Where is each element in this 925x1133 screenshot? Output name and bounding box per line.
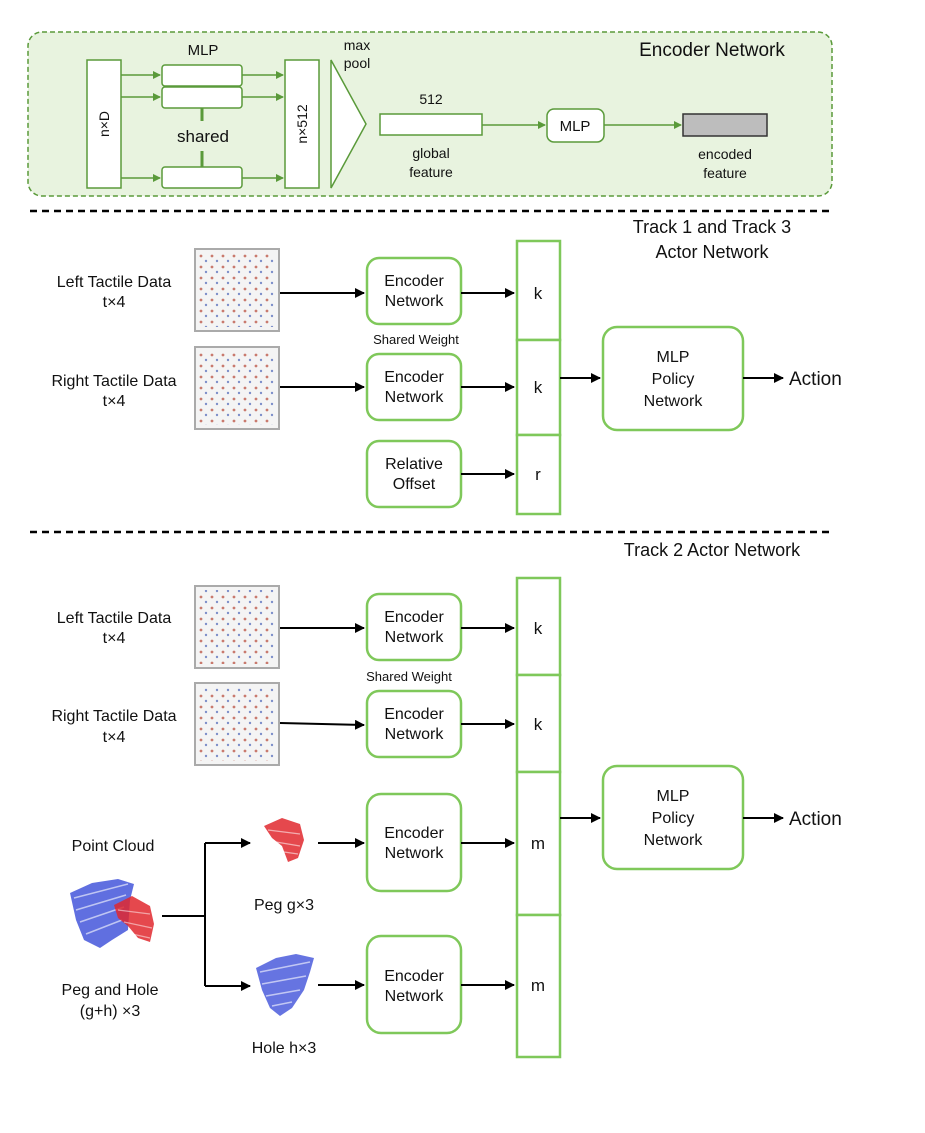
peg-hole-label-2: (g+h) ×3 [80,1003,141,1020]
track13-policy-label-2: Policy [652,371,695,388]
track2-right-tactile-image [194,682,280,766]
track13-encoder-2-label-1: Encoder [384,369,444,386]
track13-encoder-1-label-1: Encoder [384,273,444,290]
global-dim-label: 512 [419,91,443,107]
feature-block [284,59,320,189]
track2-encoder-hole-label-2: Network [385,988,445,1005]
encoded-feature-label-2: feature [703,165,747,181]
track2-m-slot-2 [515,913,562,1059]
track2-left-tactile-image [194,585,280,669]
track13-encoder-2 [365,352,463,422]
track2-right-label-1: Right Tactile Data [51,708,176,725]
shared-mlp-block-1 [161,64,243,87]
hole-point-cloud-image [256,954,314,1016]
track2-panel: Track 2 Actor Network Left Tactile Data … [51,540,842,1059]
track2-encoder-peg-label-2: Network [385,845,445,862]
track2-m-label-2: m [531,976,545,995]
track2-policy-label-1: MLP [657,788,690,805]
track13-right-tactile-image [194,346,280,430]
input-block [86,59,122,189]
encoder-network-title: Encoder Network [639,40,785,61]
track2-encoder-1-label-1: Encoder [384,609,444,626]
track2-k-label-2: k [534,715,543,734]
feature-dim-label: n×512 [294,104,310,144]
track2-encoder-peg [365,792,463,893]
track13-k-slot-2 [515,338,562,437]
track2-encoder-1-label-2: Network [385,629,445,646]
track2-k-slot-1 [515,576,562,677]
max-pool-triangle [330,59,367,189]
track13-k-label-2: k [534,378,543,397]
track13-r-slot [515,433,562,516]
global-feature-block [379,113,483,136]
track2-title: Track 2 Actor Network [624,540,801,560]
mlp-label: MLP [188,42,219,59]
track13-encoder-2-label-2: Network [385,389,445,406]
track13-encoder-1-label-2: Network [385,293,445,310]
track2-encoder-2-label-2: Network [385,726,445,743]
global-feature-label-1: global [412,145,449,161]
track2-m-slot-1 [515,770,562,917]
peg-label: Peg g×3 [254,897,314,914]
peg-point-cloud-image [264,818,304,862]
track13-title-1: Track 1 and Track 3 [633,217,791,237]
encoder-network-panel: Encoder Network n×D MLP shared n×512 max… [27,31,833,197]
track13-k-label-1: k [534,284,543,303]
track13-relative-offset-label-1: Relative [385,456,443,473]
track13-left-label-2: t×4 [103,294,126,311]
peg-hole-label-1: Peg and Hole [62,982,159,999]
encoded-feature-block [682,113,768,137]
hole-label: Hole h×3 [252,1040,317,1057]
track2-encoder-hole-label-1: Encoder [384,968,444,985]
track13-encoder-1 [365,256,463,326]
track13-left-label-1: Left Tactile Data [57,274,172,291]
track2-m-label-1: m [531,834,545,853]
track2-encoder-peg-label-1: Encoder [384,825,444,842]
point-cloud-label: Point Cloud [72,838,155,855]
track13-right-label-2: t×4 [103,393,126,410]
mlp-head-label: MLP [560,118,591,135]
track2-k-slot-2 [515,673,562,774]
track2-k-label-1: k [534,619,543,638]
track2-shared-weight: Shared Weight [366,669,452,684]
input-dim-label: n×D [96,111,112,137]
max-pool-label-1: max [344,37,370,53]
track13-title-2: Actor Network [655,242,769,262]
track13-panel: Track 1 and Track 3 Actor Network Left T… [51,217,842,516]
shared-mlp-block-2 [161,86,243,109]
track13-right-label-1: Right Tactile Data [51,373,176,390]
track13-relative-offset [365,439,463,509]
track13-action-label: Action [789,369,842,390]
track13-left-tactile-image [194,248,280,332]
shared-label: shared [177,127,229,146]
encoded-feature-label-1: encoded [698,146,752,162]
track13-shared-weight: Shared Weight [373,332,459,347]
track2-policy-label-2: Policy [652,810,695,827]
track13-policy-label-3: Network [644,393,704,410]
track13-relative-offset-label-2: Offset [393,476,436,493]
global-feature-label-2: feature [409,164,453,180]
shared-mlp-block-3 [161,166,243,189]
track2-encoder-2-label-1: Encoder [384,706,444,723]
track13-r-label: r [535,465,541,484]
track2-right-label-2: t×4 [103,729,126,746]
max-pool-label-2: pool [344,55,370,71]
track2-left-label-2: t×4 [103,630,126,647]
track2-encoder-2 [365,689,463,759]
track2-policy-label-3: Network [644,832,704,849]
track13-policy-label-1: MLP [657,349,690,366]
track2-action-label: Action [789,809,842,830]
track2-left-label-1: Left Tactile Data [57,610,172,627]
track2-encoder-1 [365,592,463,662]
peg-hole-point-cloud-image [70,879,154,948]
